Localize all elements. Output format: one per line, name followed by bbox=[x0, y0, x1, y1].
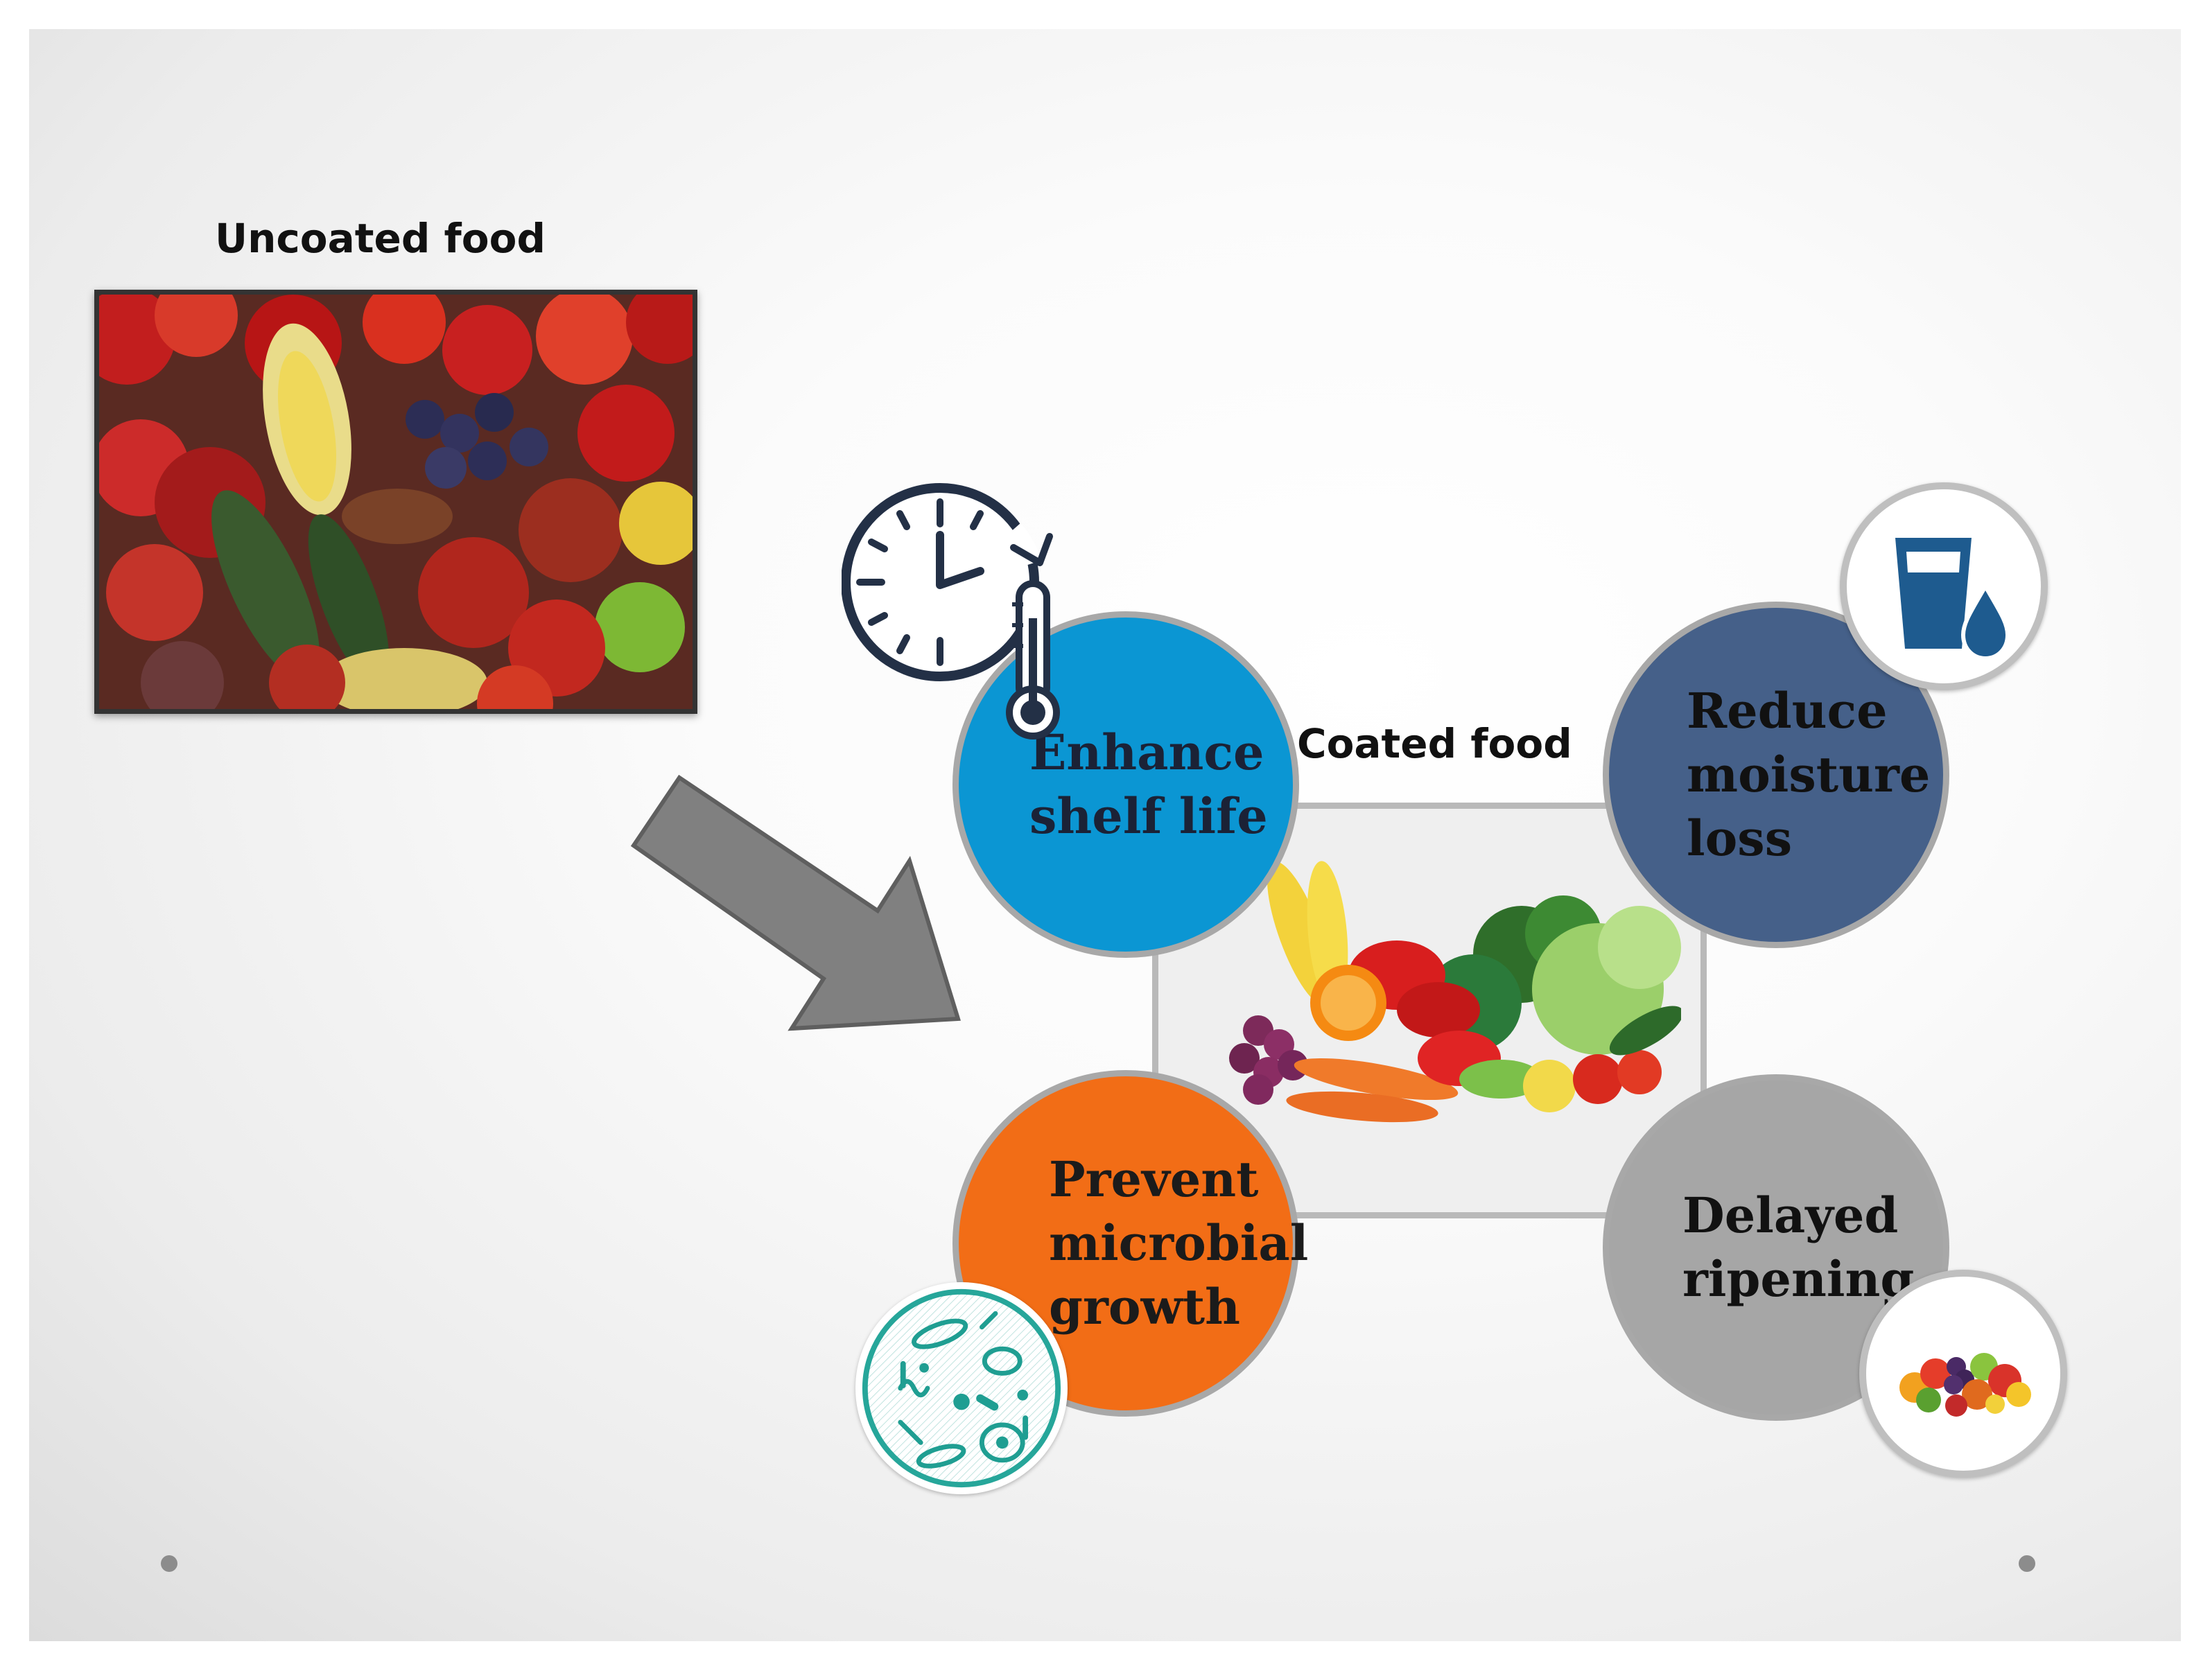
coated-food-label: Coated food bbox=[1297, 720, 1572, 767]
delayed-ripening-line-2: ripening bbox=[1682, 1250, 1915, 1308]
bacteria-icon-badge bbox=[855, 1282, 1068, 1494]
enhance-shelf-life-circle: Enhance shelf life bbox=[952, 611, 1299, 958]
enhance-shelf-life-line-1: Enhance bbox=[1029, 724, 1264, 781]
slide: Uncoated food bbox=[29, 29, 2181, 1641]
delayed-ripening-line-1: Delayed bbox=[1682, 1187, 1899, 1244]
reduce-moisture-line-1: Reduce bbox=[1687, 682, 1888, 740]
reduce-moisture-line-2: moisture bbox=[1687, 746, 1931, 803]
enhance-shelf-life-line-2: shelf life bbox=[1029, 787, 1268, 845]
bacteria-petri-dish-icon bbox=[862, 1288, 1061, 1488]
footer-dot-left bbox=[161, 1555, 177, 1572]
reduce-moisture-line-3: loss bbox=[1687, 810, 1793, 867]
fresh-produce-image bbox=[1229, 861, 1681, 1123]
water-icon-badge bbox=[1840, 482, 2048, 690]
prevent-microbial-line-1: Prevent bbox=[1049, 1150, 1259, 1208]
uncoated-food-label: Uncoated food bbox=[215, 215, 546, 262]
fruit-icon-badge bbox=[1859, 1270, 2067, 1478]
arrow-down-right-icon bbox=[630, 774, 961, 1031]
spoiled-produce-image bbox=[99, 295, 693, 709]
uncoated-food-photo bbox=[94, 290, 697, 714]
footer-dot-right bbox=[2019, 1555, 2035, 1572]
water-glass-drop-icon bbox=[1895, 538, 2010, 661]
prevent-microbial-line-2: microbial bbox=[1049, 1214, 1309, 1272]
fruit-bowl-icon bbox=[1899, 1353, 2031, 1417]
prevent-microbial-line-3: growth bbox=[1049, 1278, 1241, 1336]
clock-thermometer-icon bbox=[842, 483, 1060, 740]
